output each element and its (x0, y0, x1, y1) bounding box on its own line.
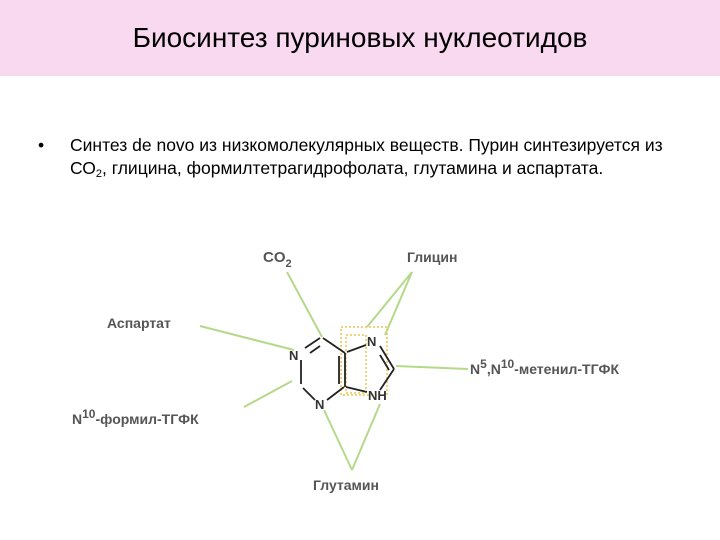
label-co2-base: CO (263, 249, 286, 266)
line-glutamine-b (351, 403, 381, 471)
bond-n3-c4 (326, 386, 345, 401)
bond-c8-n9 (379, 368, 395, 391)
atom-n7: N (367, 334, 376, 349)
bond-n7-c8 (379, 345, 395, 370)
highlight-box-glycine (340, 326, 388, 396)
purine-diagram: N N N NH CO2 Глицин Аспартат N5,N10-мете… (72, 249, 619, 493)
purine-bonds (300, 337, 395, 401)
label-glutamine: Глутамин (313, 477, 379, 493)
atom-n3: N (315, 397, 324, 412)
bond-c5-n7 (346, 344, 367, 353)
line-glutamine-a (323, 409, 353, 471)
bullet-subscript: 2 (95, 168, 102, 180)
label-formyl-n: N (72, 411, 82, 427)
line-aspartate (199, 325, 295, 351)
bullet-text-rest: , глицина, формилтетрагидрофолата, глута… (102, 158, 604, 178)
label-co2-sub: 2 (286, 258, 292, 270)
bond-c6-n1 (304, 337, 321, 349)
title-bar: Биосинтез пуриновых нуклеотидов (0, 0, 720, 76)
bullet-item: • Синтез de novo из низкомолекулярных ве… (38, 134, 678, 186)
label-methenyl-sep: ,N (487, 361, 501, 377)
label-methenyl-n1: N (470, 361, 480, 377)
bond-double-n7-c8 (379, 354, 390, 371)
label-methenyl-sup2: 10 (501, 357, 515, 371)
bond-c2-n3 (302, 387, 316, 401)
line-formyl (243, 380, 293, 408)
atom-n1: N (289, 348, 298, 363)
bond-double-n1-c6 (309, 345, 321, 354)
line-methenyl (395, 365, 469, 370)
label-formyl-sup: 10 (82, 407, 96, 421)
atom-n9: NH (368, 388, 387, 403)
label-glycine: Глицин (407, 249, 457, 265)
line-glycine-a (366, 271, 413, 328)
label-formyl: N10-формил-ТГФК (72, 407, 199, 427)
slide-title: Биосинтез пуриновых нуклеотидов (132, 22, 588, 53)
label-formyl-rest: -формил-ТГФК (95, 411, 199, 427)
bullet-text-main: Синтез de novo из низкомолекулярных веще… (70, 135, 663, 178)
bullet-text: Синтез de novo из низкомолекулярных веще… (70, 134, 678, 186)
highlight-box-inner (345, 334, 367, 394)
label-methenyl-rest: -метенил-ТГФК (514, 361, 619, 377)
label-aspartate: Аспартат (107, 315, 171, 331)
label-methenyl: N5,N10-метенил-ТГФК (470, 357, 619, 377)
source-lines (199, 271, 469, 471)
bond-n9-c4 (345, 386, 368, 393)
line-glycine-b (384, 271, 413, 336)
bond-c5-c6 (322, 337, 346, 354)
line-co2 (286, 271, 323, 338)
label-co2: CO2 (263, 249, 292, 270)
label-methenyl-sup1: 5 (480, 357, 487, 371)
bullet-mark: • (38, 135, 45, 155)
